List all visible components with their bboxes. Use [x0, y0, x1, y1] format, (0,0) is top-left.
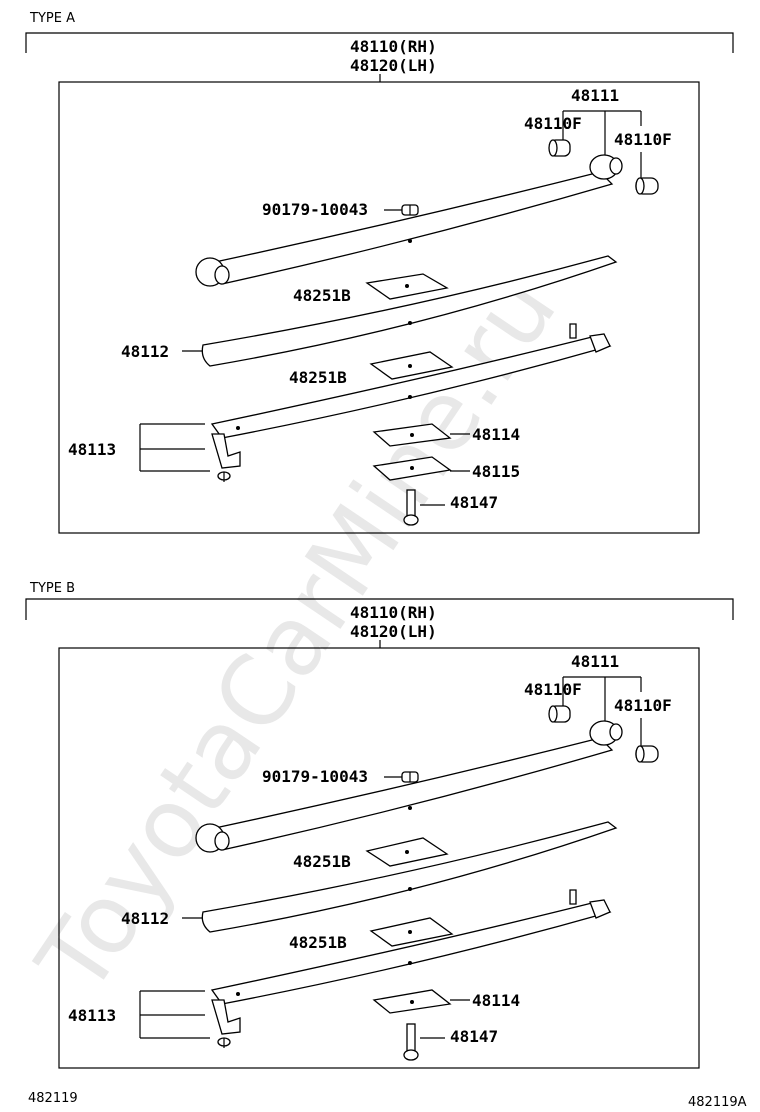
label-48111[interactable]: 48111 [571, 652, 619, 671]
label-48110f-left[interactable]: 48110F [524, 680, 582, 699]
label-48251b-lower[interactable]: 48251B [289, 368, 347, 387]
label-48112[interactable]: 48112 [121, 342, 169, 361]
label-48114[interactable]: 48114 [472, 991, 520, 1010]
bushing-48110f-left[interactable] [548, 705, 571, 723]
label-48113[interactable]: 48113 [68, 440, 116, 459]
label-90179-10043[interactable]: 90179-10043 [262, 767, 368, 786]
assembly-bracket [25, 598, 734, 620]
figure-code-right: 482119A [688, 1095, 747, 1110]
clip-48113[interactable] [211, 999, 241, 1035]
assembly-rh-label[interactable]: 48110(RH) [350, 603, 437, 622]
bolt-48147[interactable] [403, 489, 419, 526]
assembly-bracket [25, 32, 734, 53]
leaf-lower[interactable] [210, 323, 612, 439]
label-48251b-upper[interactable]: 48251B [293, 286, 351, 305]
label-48112[interactable]: 48112 [121, 909, 169, 928]
assembly-lh-label[interactable]: 48120(LH) [350, 622, 437, 641]
label-48147[interactable]: 48147 [450, 493, 498, 512]
leaf-48111[interactable] [195, 154, 623, 287]
clip-rivet[interactable] [217, 1037, 231, 1048]
bolt-48147[interactable] [403, 1023, 419, 1061]
diagram-type-a: TYPE A 48110(RH) 48120(LH) 48111 48110F … [25, 11, 734, 534]
label-48111[interactable]: 48111 [571, 86, 619, 105]
leaf-48111[interactable] [195, 720, 623, 853]
figure-code-left: 482119 [28, 1091, 78, 1106]
bushing-48110f-left[interactable] [548, 139, 571, 157]
label-48110f-right[interactable]: 48110F [614, 696, 672, 715]
label-48115[interactable]: 48115 [472, 462, 520, 481]
label-90179-10043[interactable]: 90179-10043 [262, 200, 368, 219]
leaf-48112[interactable] [201, 255, 618, 367]
bushing-48110f-right[interactable] [635, 177, 659, 195]
assembly-rh-label[interactable]: 48110(RH) [350, 37, 437, 56]
nut-90179-10043[interactable] [401, 204, 419, 216]
bushing-48110f-right[interactable] [635, 745, 659, 763]
nut-90179-10043[interactable] [401, 771, 419, 783]
label-48110f-right[interactable]: 48110F [614, 130, 672, 149]
type-b-label: TYPE B [29, 581, 75, 596]
label-48114[interactable]: 48114 [472, 425, 520, 444]
clip-48113[interactable] [211, 433, 241, 469]
label-48251b-lower[interactable]: 48251B [289, 933, 347, 952]
label-48110f-left[interactable]: 48110F [524, 114, 582, 133]
label-48251b-upper[interactable]: 48251B [293, 852, 351, 871]
diagram-frame [58, 647, 700, 1069]
assembly-lh-label[interactable]: 48120(LH) [350, 56, 437, 75]
label-48113[interactable]: 48113 [68, 1006, 116, 1025]
label-48147[interactable]: 48147 [450, 1027, 498, 1046]
leaf-lower[interactable] [210, 889, 612, 1005]
type-a-label: TYPE A [29, 11, 75, 26]
clip-rivet[interactable] [217, 471, 231, 482]
leaf-48112[interactable] [201, 821, 618, 933]
diagram-type-b: TYPE B 48110(RH) 48120(LH) 48111 48110F … [25, 581, 734, 1069]
diagram-frame [58, 81, 700, 534]
